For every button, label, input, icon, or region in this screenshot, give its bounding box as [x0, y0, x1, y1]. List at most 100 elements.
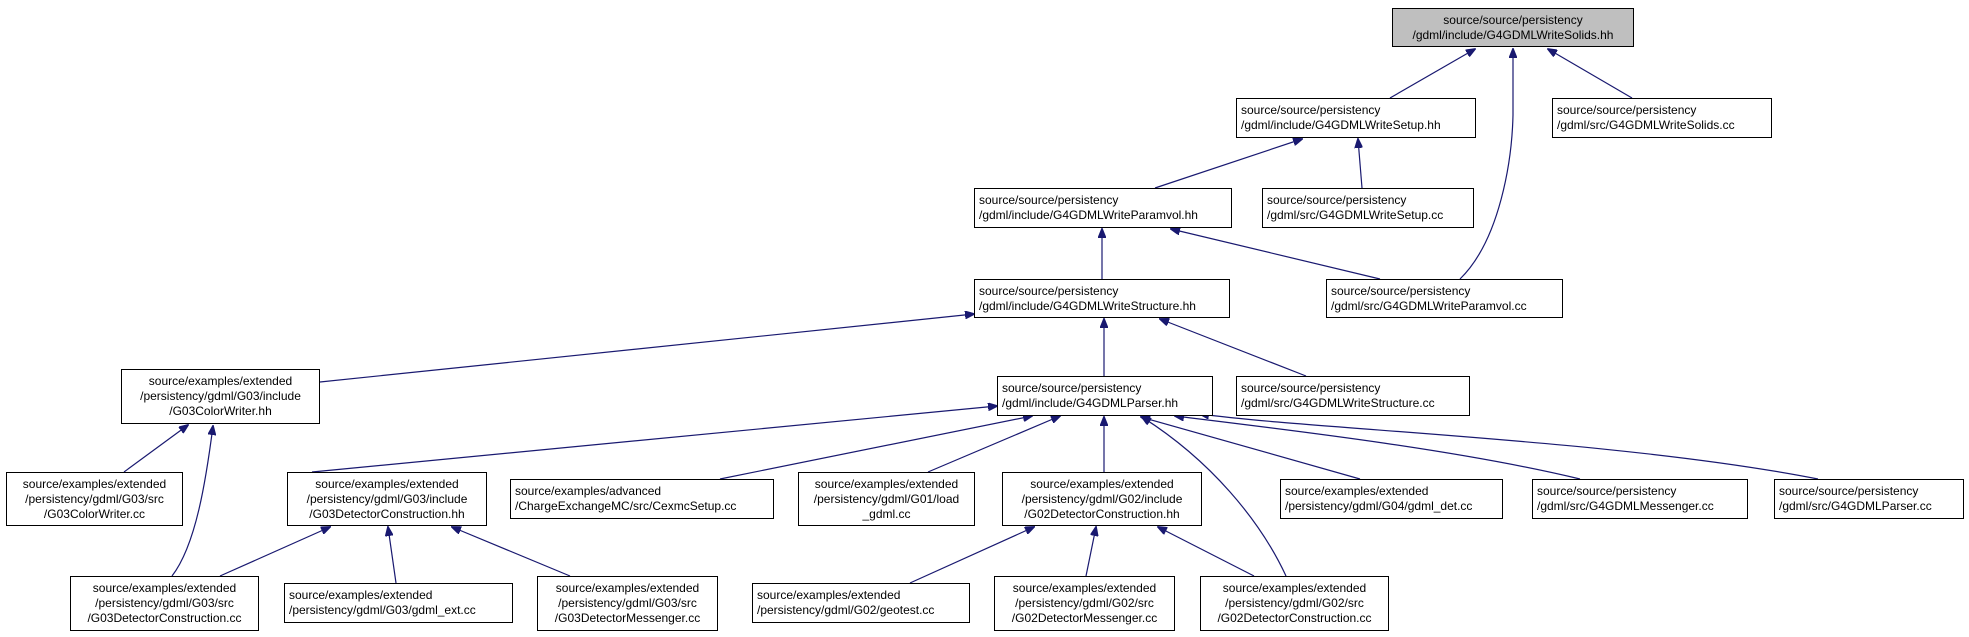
node-label-line: /ChargeExchangeMC/src/CexmcSetup.cc — [515, 499, 737, 513]
graph-node-parser-cc[interactable]: source/source/persistency/gdml/src/G4GDM… — [1774, 479, 1964, 519]
graph-node-geotest[interactable]: source/examples/extended/persistency/gdm… — [752, 583, 970, 623]
include-edge-n_g03detcons_cc-to-n_g03colorwriter_hh — [171, 426, 213, 577]
node-label-line: /gdml/src/G4GDMLWriteSetup.cc — [1267, 208, 1444, 222]
node-label-line: source/examples/extended — [814, 476, 959, 491]
include-edge-n_paramvol_cc-to-n_paramvol_hh — [1171, 229, 1381, 280]
graph-node-root: source/source/persistency/gdml/include/G… — [1392, 8, 1634, 47]
node-label-line: /G02DetectorConstruction.hh — [1024, 506, 1180, 521]
node-label-line: /G03ColorWriter.cc — [43, 506, 146, 521]
include-edge-n_geotest-to-n_g02detcons_hh — [909, 527, 1034, 584]
include-edge-n_parser_cc-to-n_parser_hh — [1200, 414, 1819, 480]
include-edge-n_messenger_cc-to-n_parser_hh — [1175, 416, 1581, 480]
node-label-line: /G03DetectorMessenger.cc — [554, 611, 701, 625]
include-edge-n_g03detcons_hh-to-n_parser_hh — [311, 406, 997, 473]
node-label-line: source/source/persistency — [1241, 103, 1381, 117]
node-label-line: /gdml/src/G4GDMLWriteParamvol.cc — [1331, 298, 1527, 313]
graph-node-g03colorwriter-hh[interactable]: source/examples/extended/persistency/gdm… — [121, 369, 320, 424]
node-label-line: source/source/persistency — [1537, 484, 1677, 498]
include-edge-n_solids_cc-to-n_root — [1548, 49, 1633, 99]
node-label-line: /persistency/gdml/G02/src — [1225, 596, 1364, 610]
node-label-line: /G02DetectorMessenger.cc — [1011, 611, 1158, 625]
graph-node-load-gdml[interactable]: source/examples/extended/persistency/gdm… — [798, 472, 975, 526]
node-label-line: /gdml/include/G4GDMLWriteStructure.hh — [979, 298, 1196, 313]
include-edge-n_load_gdml-to-n_parser_hh — [927, 416, 1060, 473]
graph-node-gdml-ext[interactable]: source/examples/extended/persistency/gdm… — [284, 583, 513, 623]
graph-node-g02detcons-cc[interactable]: source/examples/extended/persistency/gdm… — [1200, 576, 1389, 631]
node-label-line: /G02DetectorConstruction.cc — [1217, 611, 1372, 625]
graph-node-paramvol-hh[interactable]: source/source/persistency/gdml/include/G… — [974, 188, 1232, 228]
node-label-line: /G03DetectorConstruction.hh — [309, 506, 465, 521]
graph-node-paramvol-cc[interactable]: source/source/persistency/gdml/src/G4GDM… — [1326, 279, 1563, 318]
graph-node-setup-hh[interactable]: source/source/persistency/gdml/include/G… — [1236, 98, 1476, 138]
node-label-line: /gdml/include/G4GDMLWriteSolids.hh — [1412, 27, 1614, 42]
include-edge-n_cexmc-to-n_parser_hh — [719, 416, 1032, 480]
graph-node-solids-cc[interactable]: source/source/persistency/gdml/src/G4GDM… — [1552, 98, 1772, 138]
node-label-line: /persistency/gdml/G01/load — [813, 491, 960, 506]
node-label-line: /persistency/gdml/G03/include — [140, 389, 301, 403]
node-label-line: source/examples/extended — [315, 476, 459, 491]
node-label-line: /persistency/gdml/G03/include — [306, 491, 468, 506]
include-edge-n_g02detcons_cc-to-n_parser_hh — [1142, 417, 1287, 577]
node-label-line: /persistency/gdml/G03/src — [25, 491, 164, 506]
node-label-line: source/source/persistency — [1267, 193, 1407, 207]
node-label-line: source/examples/extended — [757, 588, 901, 602]
node-label-line: /gdml/src/G4GDMLParser.cc — [1779, 499, 1932, 513]
node-label-line: source/source/persistency — [979, 283, 1119, 298]
include-edge-n_paramvol_hh-to-n_setup_hh — [1154, 139, 1302, 189]
graph-node-g02detcons-hh[interactable]: source/examples/extended/persistency/gdm… — [1002, 472, 1202, 526]
node-label-line: source/examples/extended — [22, 476, 167, 491]
node-label-line: source/examples/extended — [148, 374, 293, 388]
include-edge-n_g04gdmldet-to-n_parser_hh — [1141, 417, 1361, 480]
node-label-line: source/examples/extended — [92, 581, 237, 595]
node-label-line: /gdml/src/G4GDMLWriteSolids.cc — [1557, 118, 1735, 132]
include-edge-n_g03detcons_cc-to-n_g03detcons_hh — [219, 527, 330, 577]
node-label-line: source/examples/extended — [1222, 581, 1367, 595]
node-label-line: source/examples/extended — [289, 588, 433, 602]
node-label-line: /persistency/gdml/G04/gdml_det.cc — [1285, 499, 1473, 513]
node-label-line: source/source/persistency — [979, 193, 1119, 207]
include-edge-n_gdml_ext-to-n_g03detcons_hh — [388, 527, 397, 584]
node-label-line: source/source/persistency — [1002, 381, 1142, 395]
include-edge-n_g03colorwriter_hh-to-n_structure_hh — [319, 314, 974, 383]
node-label-line: /persistency/gdml/G03/src — [95, 596, 234, 610]
node-label-line: /G03DetectorConstruction.cc — [87, 611, 242, 625]
node-label-line: /G03ColorWriter.hh — [169, 404, 272, 418]
include-edge-n_g03colorwriter_cc-to-n_g03colorwriter_hh — [123, 425, 188, 473]
graph-node-g03detcons-cc[interactable]: source/examples/extended/persistency/gdm… — [70, 576, 259, 631]
node-label-line: /gdml/include/G4GDMLWriteSetup.hh — [1241, 118, 1441, 132]
graph-node-g03detmess[interactable]: source/examples/extended/persistency/gdm… — [537, 576, 718, 631]
node-label-line: /gdml/include/G4GDMLWriteParamvol.hh — [979, 208, 1198, 222]
include-edge-n_paramvol_cc-to-n_root — [1459, 49, 1513, 280]
node-label-line: source/examples/extended — [1285, 484, 1429, 498]
node-label-line: source/source/persistency — [1557, 103, 1697, 117]
graph-node-g03colorwriter-cc[interactable]: source/examples/extended/persistency/gdm… — [6, 472, 183, 526]
graph-node-g04gdmldet[interactable]: source/examples/extended/persistency/gdm… — [1280, 479, 1503, 519]
graph-node-g02detmess[interactable]: source/examples/extended/persistency/gdm… — [994, 576, 1175, 631]
include-edge-n_g03detmess-to-n_g03detcons_hh — [452, 527, 571, 577]
graph-node-messenger-cc[interactable]: source/source/persistency/gdml/src/G4GDM… — [1532, 479, 1748, 519]
edge-layer — [123, 49, 1819, 584]
graph-node-parser-hh[interactable]: source/source/persistency/gdml/include/G… — [997, 376, 1213, 416]
include-edge-n_structure_cc-to-n_structure_hh — [1160, 319, 1307, 377]
node-label-line: /gdml/src/G4GDMLWriteStructure.cc — [1241, 396, 1435, 410]
graph-node-setup-cc[interactable]: source/source/persistency/gdml/src/G4GDM… — [1262, 188, 1474, 228]
node-label-line: /gdml/src/G4GDMLMessenger.cc — [1537, 499, 1714, 513]
node-label-line: /persistency/gdml/G02/geotest.cc — [757, 603, 935, 617]
include-edge-n_setup_cc-to-n_setup_hh — [1358, 139, 1362, 189]
node-label-line: source/source/persistency — [1779, 484, 1919, 498]
node-label-line: source/source/persistency — [1241, 381, 1381, 395]
graph-node-structure-hh[interactable]: source/source/persistency/gdml/include/G… — [974, 279, 1230, 318]
node-label-line: /gdml/include/G4GDMLParser.hh — [1002, 396, 1179, 410]
graph-node-cexmc[interactable]: source/examples/advanced/ChargeExchangeM… — [510, 479, 774, 519]
node-label-line: /persistency/gdml/G03/src — [558, 596, 697, 610]
node-label-line: source/examples/advanced — [515, 484, 662, 498]
node-label-line: source/source/persistency — [1331, 283, 1471, 298]
graph-node-structure-cc[interactable]: source/source/persistency/gdml/src/G4GDM… — [1236, 376, 1470, 416]
node-label-line: /persistency/gdml/G03/gdml_ext.cc — [289, 603, 476, 617]
graph-node-g03detcons-hh[interactable]: source/examples/extended/persistency/gdm… — [287, 472, 487, 526]
include-edge-n_setup_hh-to-n_root — [1389, 49, 1475, 99]
node-label-line: source/examples/extended — [1012, 581, 1157, 595]
node-label-line: source/source/persistency — [1443, 12, 1583, 27]
include-edge-n_g02detmess-to-n_g02detcons_hh — [1085, 527, 1096, 577]
